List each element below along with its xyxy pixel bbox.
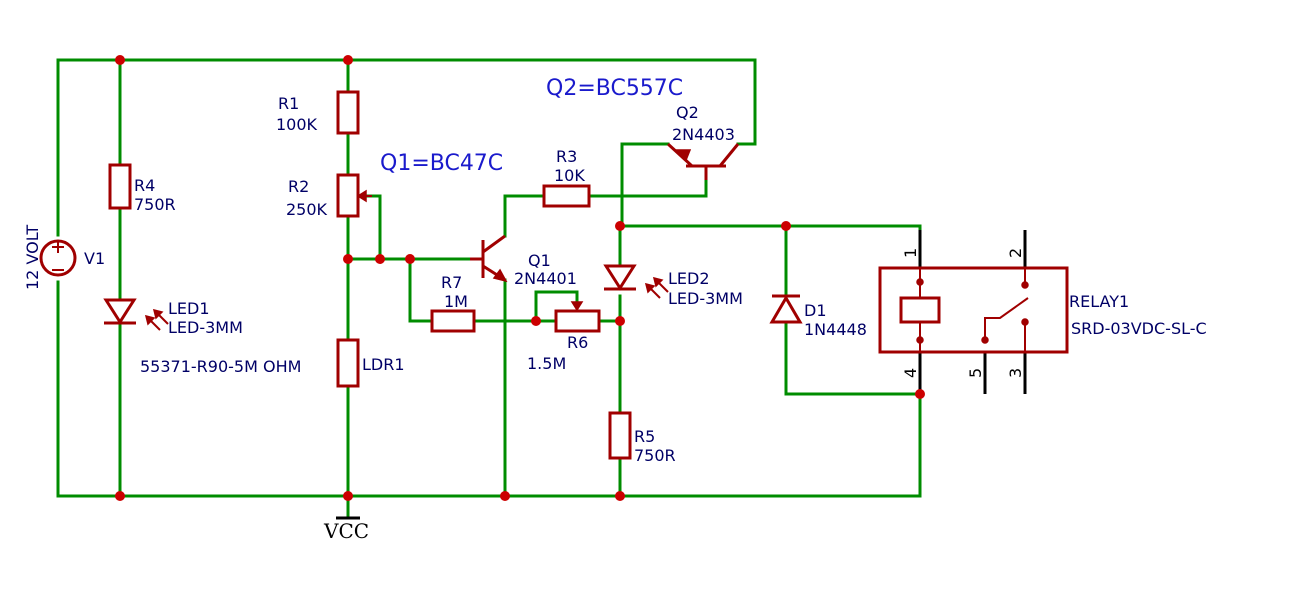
junction-dot xyxy=(615,491,625,501)
junction-dot xyxy=(915,389,925,399)
potentiometer-r2: R2 250K xyxy=(286,173,372,219)
relay-pin-3-label: 3 xyxy=(1006,368,1025,378)
q2-name-label: Q2 xyxy=(676,103,699,122)
q2-value-label: 2N4403 xyxy=(672,125,735,144)
junction-dot xyxy=(615,221,625,231)
resistor-r4: R4 750R xyxy=(108,163,176,214)
ldr1-name-label: LDR1 xyxy=(362,355,405,374)
relay-name-label: RELAY1 xyxy=(1069,292,1129,311)
r1-name-label: R1 xyxy=(278,94,299,113)
q1-value-label: 2N4401 xyxy=(514,269,577,288)
r7-name-label: R7 xyxy=(441,273,462,292)
r1-value-label: 100K xyxy=(276,115,318,134)
junction-dot xyxy=(531,316,541,326)
relay-relay1: 1 2 4 5 3 RELAY1 SRD-03VDC-SL-C xyxy=(878,230,1207,394)
r4-value-label: 750R xyxy=(134,195,176,214)
junction-dot xyxy=(500,491,510,501)
r3-value-label: 10K xyxy=(554,166,585,185)
led1-arrows-icon xyxy=(144,308,169,331)
resistor-r7: R7 1M xyxy=(430,273,476,333)
led2-value-label: LED-3MM xyxy=(668,289,743,308)
r2-name-label: R2 xyxy=(288,177,309,196)
vcc-label: VCC xyxy=(323,519,369,543)
d1-name-label: D1 xyxy=(804,301,827,320)
resistor-r3: R3 10K xyxy=(542,147,591,208)
junction-dot xyxy=(115,491,125,501)
wires xyxy=(56,58,922,519)
r6-name-label: R6 xyxy=(567,333,588,352)
relay-pin-2-label: 2 xyxy=(1006,248,1025,258)
led1-name-label: LED1 xyxy=(168,299,210,318)
led2-arrows-icon xyxy=(644,276,669,299)
relay-pin-1-label: 1 xyxy=(901,248,920,258)
junction-dot xyxy=(343,254,353,264)
r5-value-label: 750R xyxy=(634,446,676,465)
potentiometer-r6: R6 1.5M xyxy=(527,301,601,373)
led2-name-label: LED2 xyxy=(668,269,710,288)
battery-value-label: 12 VOLT xyxy=(23,225,42,290)
relay-pin-5-label: 5 xyxy=(966,368,985,378)
vcc-symbol: VCC xyxy=(323,516,369,543)
led-led1: LED1 LED-3MM xyxy=(103,298,243,337)
junction-dot xyxy=(343,55,353,65)
battery-v1: V1 12 VOLT xyxy=(23,225,105,290)
q2-type-note: Q2=BC557C xyxy=(546,76,683,101)
resistor-r1: R1 100K xyxy=(276,90,360,135)
diode-d1: D1 1N4448 xyxy=(769,294,867,339)
r2-value-label: 250K xyxy=(286,200,328,219)
led-led2: LED2 LED-3MM xyxy=(603,264,743,308)
d1-value-label: 1N4448 xyxy=(804,320,867,339)
r7-value-label: 1M xyxy=(444,292,468,311)
junction-dot xyxy=(615,316,625,326)
r6-value-label: 1.5M xyxy=(527,354,566,373)
relay-value-label: SRD-03VDC-SL-C xyxy=(1071,319,1207,338)
junction-dot xyxy=(343,491,353,501)
junction-dot xyxy=(115,55,125,65)
junction-dot xyxy=(405,254,415,264)
r5-name-label: R5 xyxy=(634,427,655,446)
led1-value-label: LED-3MM xyxy=(168,318,243,337)
battery-name-label: V1 xyxy=(84,249,105,268)
q1-type-note: Q1=BC47C xyxy=(380,151,503,176)
transistor-q2: Q2 2N4403 xyxy=(666,103,740,180)
junction-dot xyxy=(781,221,791,231)
ldr-ldr1: LDR1 xyxy=(336,338,405,388)
relay-pin-4-label: 4 xyxy=(901,368,920,378)
r4-name-label: R4 xyxy=(134,176,155,195)
junction-dot xyxy=(375,254,385,264)
ldr1-value-label: 55371-R90-5M OHM xyxy=(140,357,301,376)
resistor-r5: R5 750R xyxy=(608,411,676,465)
q1-name-label: Q1 xyxy=(528,251,551,270)
transistor-q1: Q1 2N4401 xyxy=(470,234,577,288)
junction-dots xyxy=(115,55,925,501)
r3-name-label: R3 xyxy=(556,147,577,166)
